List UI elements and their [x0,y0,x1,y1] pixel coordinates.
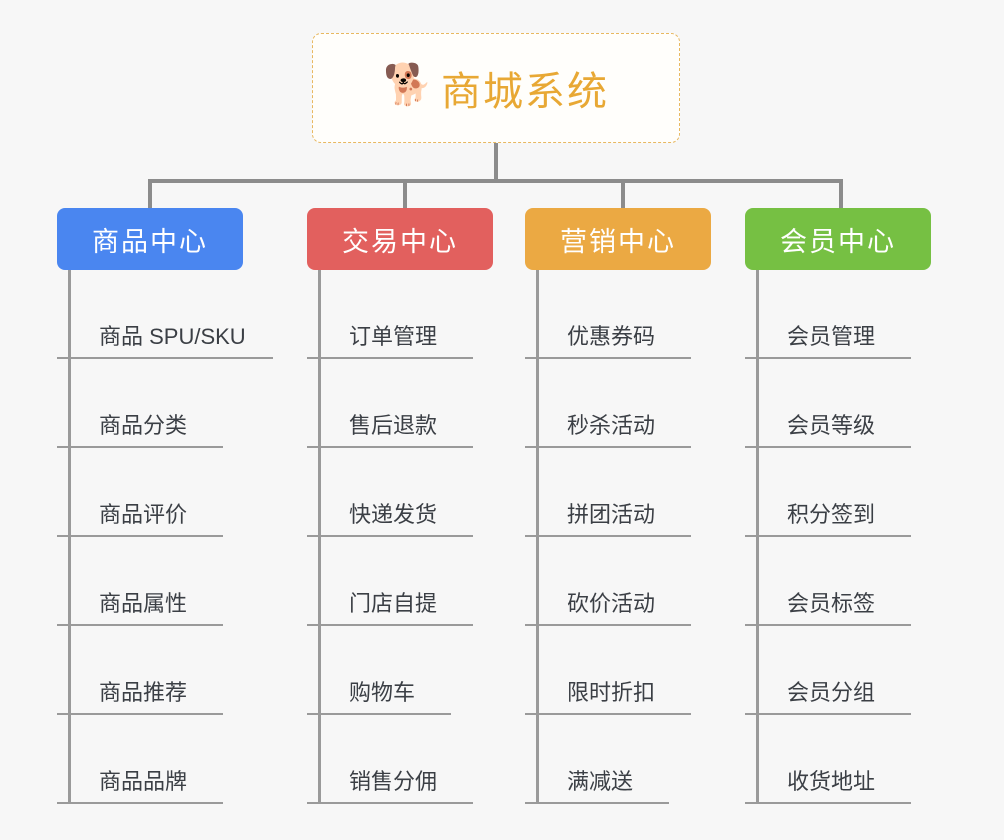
leaf-item-label: 会员等级 [787,413,876,438]
leaf-item[interactable]: 积分签到 [745,448,911,537]
root-title: 商城系统 [441,70,609,114]
leaf-item-label: 商品 SPU/SKU [99,324,246,349]
category-column-4: 会员中心会员管理会员等级积分签到会员标签会员分组收货地址 [745,208,931,804]
leaf-item[interactable]: 商品推荐 [57,626,223,715]
leaf-item-label: 秒杀活动 [567,413,656,438]
connector-drop-3 [621,179,625,208]
leaf-item-label: 销售分佣 [349,769,438,794]
category-column-1: 商品中心商品 SPU/SKU 商品分类商品评价商品属性商品推荐商品品牌 [57,208,273,804]
leaf-item[interactable]: 购物车 [307,626,451,715]
leaf-item[interactable]: 会员等级 [745,359,911,448]
leaf-item[interactable]: 快递发货 [307,448,473,537]
leaf-item[interactable]: 商品评价 [57,448,223,537]
leaf-item[interactable]: 商品属性 [57,537,223,626]
leaf-item-label: 砍价活动 [567,591,656,616]
leaf-stack-1: 商品 SPU/SKU 商品分类商品评价商品属性商品推荐商品品牌 [57,270,273,804]
leaf-item-label: 门店自提 [349,591,438,616]
leaf-spine [318,270,321,804]
category-header-label: 商品中心 [92,226,208,257]
connector-drop-1 [148,179,152,208]
category-header-label: 会员中心 [780,226,896,257]
connector-horizontal-bus [149,179,841,183]
leaf-item-label: 优惠券码 [567,324,656,349]
category-header-1[interactable]: 商品中心 [57,208,243,270]
leaf-item[interactable]: 商品品牌 [57,715,223,804]
leaf-item-label: 商品品牌 [99,769,188,794]
leaf-stack-2: 订单管理售后退款快递发货门店自提购物车销售分佣 [307,270,493,804]
leaf-item-label: 快递发货 [349,502,438,527]
category-header-label: 交易中心 [342,226,458,257]
category-header-3[interactable]: 营销中心 [525,208,711,270]
leaf-item-label: 收货地址 [787,769,876,794]
leaf-item-label: 满减送 [567,769,634,794]
category-header-label: 营销中心 [560,226,676,257]
shiba-dog-face-icon: 🐕 [383,63,433,107]
leaf-item-label: 商品属性 [99,591,188,616]
connector-root-stem [494,143,498,181]
leaf-item-label: 会员分组 [787,680,876,705]
connector-drop-2 [403,179,407,208]
leaf-item-label: 拼团活动 [567,502,656,527]
leaf-item-label: 购物车 [349,680,416,705]
leaf-item-label: 积分签到 [787,502,876,527]
leaf-item-label: 商品分类 [99,413,188,438]
leaf-item[interactable]: 售后退款 [307,359,473,448]
leaf-item[interactable]: 限时折扣 [525,626,691,715]
connector-drop-4 [839,179,843,208]
leaf-item[interactable]: 会员分组 [745,626,911,715]
leaf-item[interactable]: 商品 SPU/SKU [57,270,273,359]
leaf-item[interactable]: 拼团活动 [525,448,691,537]
leaf-spine [536,270,539,804]
leaf-item[interactable]: 优惠券码 [525,270,691,359]
root-node[interactable]: 🐕 商城系统 [312,33,680,143]
leaf-stack-3: 优惠券码秒杀活动拼团活动砍价活动限时折扣满减送 [525,270,711,804]
leaf-spine [68,270,71,804]
leaf-spine [756,270,759,804]
leaf-item[interactable]: 商品分类 [57,359,223,448]
leaf-stack-4: 会员管理会员等级积分签到会员标签会员分组收货地址 [745,270,931,804]
leaf-item[interactable]: 会员标签 [745,537,911,626]
leaf-item[interactable]: 订单管理 [307,270,473,359]
category-column-3: 营销中心优惠券码秒杀活动拼团活动砍价活动限时折扣满减送 [525,208,711,804]
leaf-item-label: 订单管理 [349,324,438,349]
leaf-item-label: 商品推荐 [99,680,188,705]
leaf-item-label: 限时折扣 [567,680,656,705]
leaf-item[interactable]: 门店自提 [307,537,473,626]
leaf-item-label: 会员标签 [787,591,876,616]
leaf-item[interactable]: 满减送 [525,715,669,804]
leaf-item[interactable]: 秒杀活动 [525,359,691,448]
leaf-item-label: 售后退款 [349,413,438,438]
leaf-item-label: 会员管理 [787,324,876,349]
category-column-2: 交易中心订单管理售后退款快递发货门店自提购物车销售分佣 [307,208,493,804]
category-header-2[interactable]: 交易中心 [307,208,493,270]
leaf-item-label: 商品评价 [99,502,188,527]
leaf-item[interactable]: 砍价活动 [525,537,691,626]
leaf-item[interactable]: 收货地址 [745,715,911,804]
leaf-item[interactable]: 会员管理 [745,270,911,359]
category-header-4[interactable]: 会员中心 [745,208,931,270]
leaf-item[interactable]: 销售分佣 [307,715,473,804]
